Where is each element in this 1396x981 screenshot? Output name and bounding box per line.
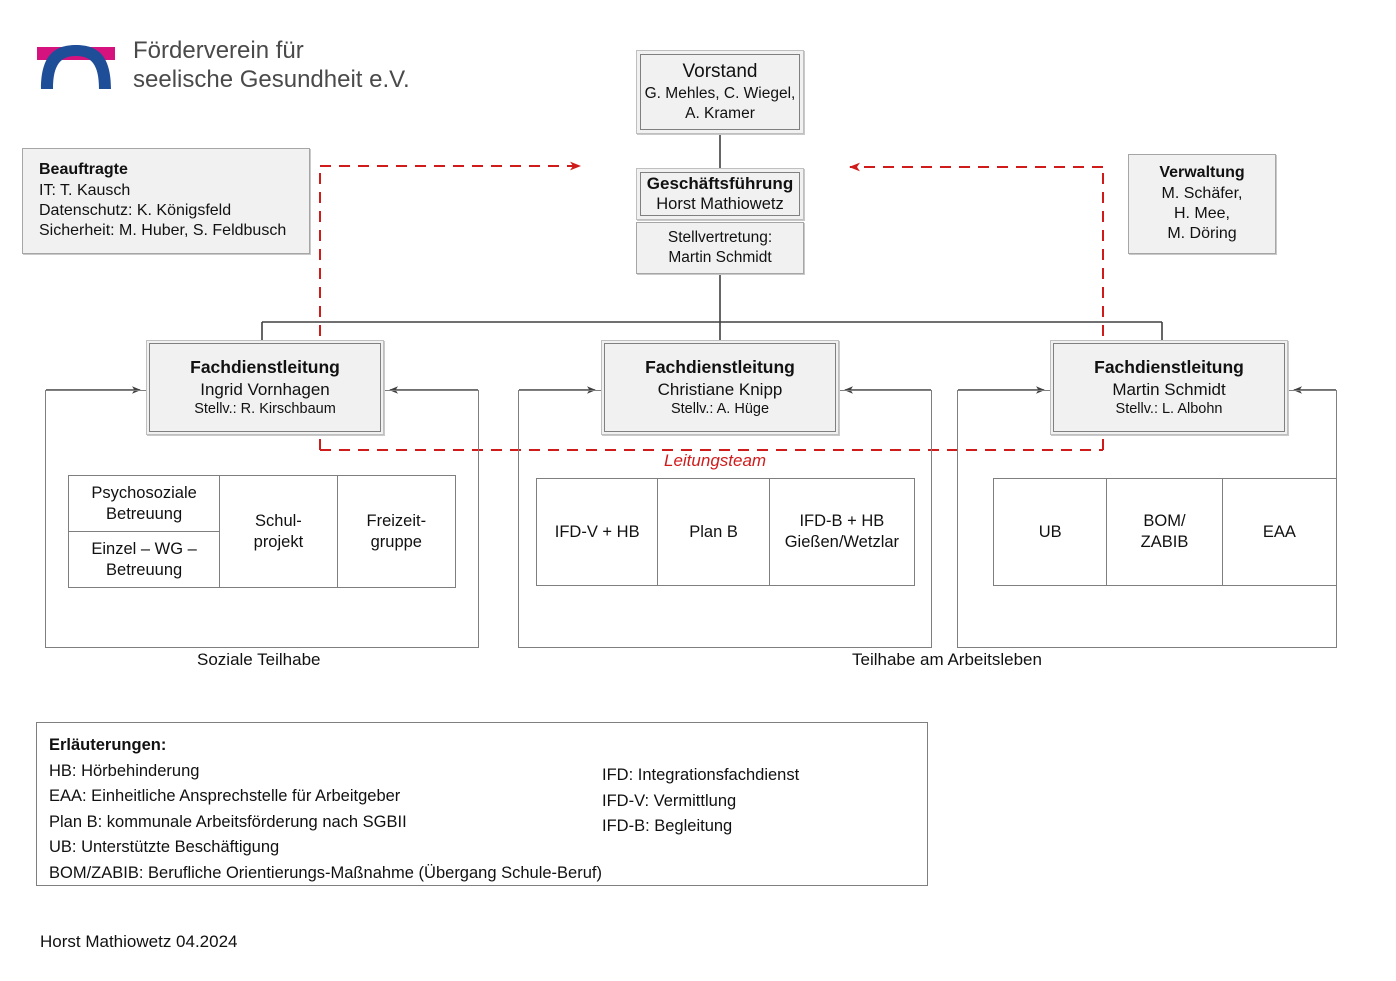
units-col-schulprojekt: Schul- projekt xyxy=(220,476,338,587)
legend-column-right: IFD: Integrationsfachdienst IFD-V: Vermi… xyxy=(602,763,799,840)
vorstand-members-2: A. Kramer xyxy=(685,105,755,123)
gf-title: Geschäftsführung xyxy=(646,173,794,193)
verwaltung-row-2: H. Mee, xyxy=(1173,205,1230,222)
wire-gf-to-fachdienste xyxy=(261,274,1163,340)
legend-column-left: Erläuterungen: HB: Hörbehinderung EAA: E… xyxy=(49,733,602,886)
legend-left-3: UB: Unterstützte Beschäftigung xyxy=(49,838,280,857)
fdl1-name: Ingrid Vornhagen xyxy=(200,379,330,399)
gf-deputy-label: Stellvertretung: xyxy=(667,229,773,247)
units-table-soziale-teilhabe: Psychosoziale Betreuung Einzel – WG – Be… xyxy=(68,475,456,588)
node-verwaltung[interactable]: Verwaltung M. Schäfer, H. Mee, M. Döring xyxy=(1128,154,1276,254)
fdl3-name: Martin Schmidt xyxy=(1112,379,1226,399)
legend-left-1: EAA: Einheitliche Ansprechstelle für Arb… xyxy=(49,787,401,806)
fdl3-title: Fachdienstleitung xyxy=(1094,357,1244,378)
legend-title: Erläuterungen: xyxy=(49,736,167,754)
fdl1-title: Fachdienstleitung xyxy=(190,357,340,378)
node-beauftragte[interactable]: Beauftragte IT: T. Kausch Datenschutz: K… xyxy=(22,148,310,254)
caption-soziale-teilhabe: Soziale Teilhabe xyxy=(197,650,321,669)
footer-author-date: Horst Mathiowetz 04.2024 xyxy=(40,932,238,951)
leitungsteam-label: Leitungsteam xyxy=(664,451,767,470)
unit-ub[interactable]: UB xyxy=(1038,522,1062,541)
unit-ifd-b-hb-giessen-wetzlar[interactable]: IFD-B + HB Gießen/Wetzlar xyxy=(784,512,900,551)
verwaltung-row-3: M. Döring xyxy=(1167,225,1237,243)
units-table-ifd: IFD-V + HB Plan B IFD-B + HB Gießen/Wetz… xyxy=(536,478,915,586)
fdl1-deputy: Stellv.: R. Kirschbaum xyxy=(194,401,336,418)
unit-psychosoziale-betreuung[interactable]: Psychosoziale Betreuung xyxy=(69,476,220,532)
legend-right-0: IFD: Integrationsfachdienst xyxy=(602,766,800,784)
units-col-ifd-v: IFD-V + HB xyxy=(537,479,659,585)
unit-bom-zabib[interactable]: BOM/ ZABIB xyxy=(1140,512,1189,551)
unit-plan-b[interactable]: Plan B xyxy=(689,522,738,541)
vorstand-members-1: G. Mehles, C. Wiegel, xyxy=(644,85,796,103)
units-col-plan-b: Plan B xyxy=(658,479,770,585)
fdl2-name: Christiane Knipp xyxy=(657,379,783,399)
fdl3-deputy: Stellv.: L. Albohn xyxy=(1115,401,1223,418)
unit-einzel-wg-betreuung[interactable]: Einzel – WG – Betreuung xyxy=(91,539,197,579)
beauftragte-title: Beauftragte xyxy=(39,161,128,179)
brand-name-line2: seelische Gesundheit e.V. xyxy=(133,66,410,94)
legend-left-4: BOM/ZABIB: Berufliche Orientierungs-Maßn… xyxy=(49,863,602,882)
units-table-arbeitsleben: UB BOM/ ZABIB EAA xyxy=(993,478,1337,586)
legend-right-1: IFD-V: Vermittlung xyxy=(602,791,737,810)
caption-teilhabe-am-arbeitsleben: Teilhabe am Arbeitsleben xyxy=(852,650,1042,669)
units-col-eaa: EAA xyxy=(1223,479,1336,585)
units-col-ub: UB xyxy=(994,479,1108,585)
legend-left-0: HB: Hörbehinderung xyxy=(49,761,200,780)
node-fachdienstleitung-3[interactable]: Fachdienstleitung Martin Schmidt Stellv.… xyxy=(1050,340,1288,435)
fdl2-deputy: Stellv.: A. Hüge xyxy=(670,401,770,418)
verwaltung-title: Verwaltung xyxy=(1159,164,1245,182)
vorstand-title: Vorstand xyxy=(682,61,758,83)
legend-right-2: IFD-B: Begleitung xyxy=(602,817,733,836)
legend-box: Erläuterungen: HB: Hörbehinderung EAA: E… xyxy=(36,722,928,886)
units-col-freizeitgruppe: Freizeit- gruppe xyxy=(338,476,455,587)
arch-bridge-logo-icon xyxy=(37,45,115,90)
unit-schulprojekt[interactable]: Schul- projekt xyxy=(253,511,304,551)
node-gf-stellvertretung[interactable]: Stellvertretung: Martin Schmidt xyxy=(636,222,804,274)
node-fachdienstleitung-1[interactable]: Fachdienstleitung Ingrid Vornhagen Stell… xyxy=(146,340,384,435)
beauftragte-row-sicherheit: Sicherheit: M. Huber, S. Feldbusch xyxy=(39,222,287,240)
units-col-bom-zabib: BOM/ ZABIB xyxy=(1107,479,1223,585)
gf-deputy-name: Martin Schmidt xyxy=(668,249,772,266)
units-col-betreuung: Psychosoziale Betreuung Einzel – WG – Be… xyxy=(69,476,221,587)
node-geschaeftsfuehrung[interactable]: Geschäftsführung Horst Mathiowetz xyxy=(636,168,804,220)
brand-name-line1: Förderverein für xyxy=(133,37,304,64)
verwaltung-row-1: M. Schäfer, xyxy=(1161,184,1243,202)
legend-left-2: Plan B: kommunale Arbeitsförderung nach … xyxy=(49,812,407,831)
units-col-ifd-b: IFD-B + HB Gießen/Wetzlar xyxy=(770,479,914,585)
unit-eaa[interactable]: EAA xyxy=(1262,522,1296,541)
gf-name: Horst Mathiowetz xyxy=(656,195,784,214)
beauftragte-row-datenschutz: Datenschutz: K. Königsfeld xyxy=(39,202,232,219)
unit-freizeitgruppe[interactable]: Freizeit- gruppe xyxy=(366,511,427,551)
beauftragte-row-it: IT: T. Kausch xyxy=(39,181,131,199)
node-vorstand[interactable]: Vorstand G. Mehles, C. Wiegel, A. Kramer xyxy=(636,50,804,134)
fdl2-title: Fachdienstleitung xyxy=(645,357,795,378)
unit-ifd-v-hb[interactable]: IFD-V + HB xyxy=(554,522,640,541)
node-fachdienstleitung-2[interactable]: Fachdienstleitung Christiane Knipp Stell… xyxy=(601,340,839,435)
